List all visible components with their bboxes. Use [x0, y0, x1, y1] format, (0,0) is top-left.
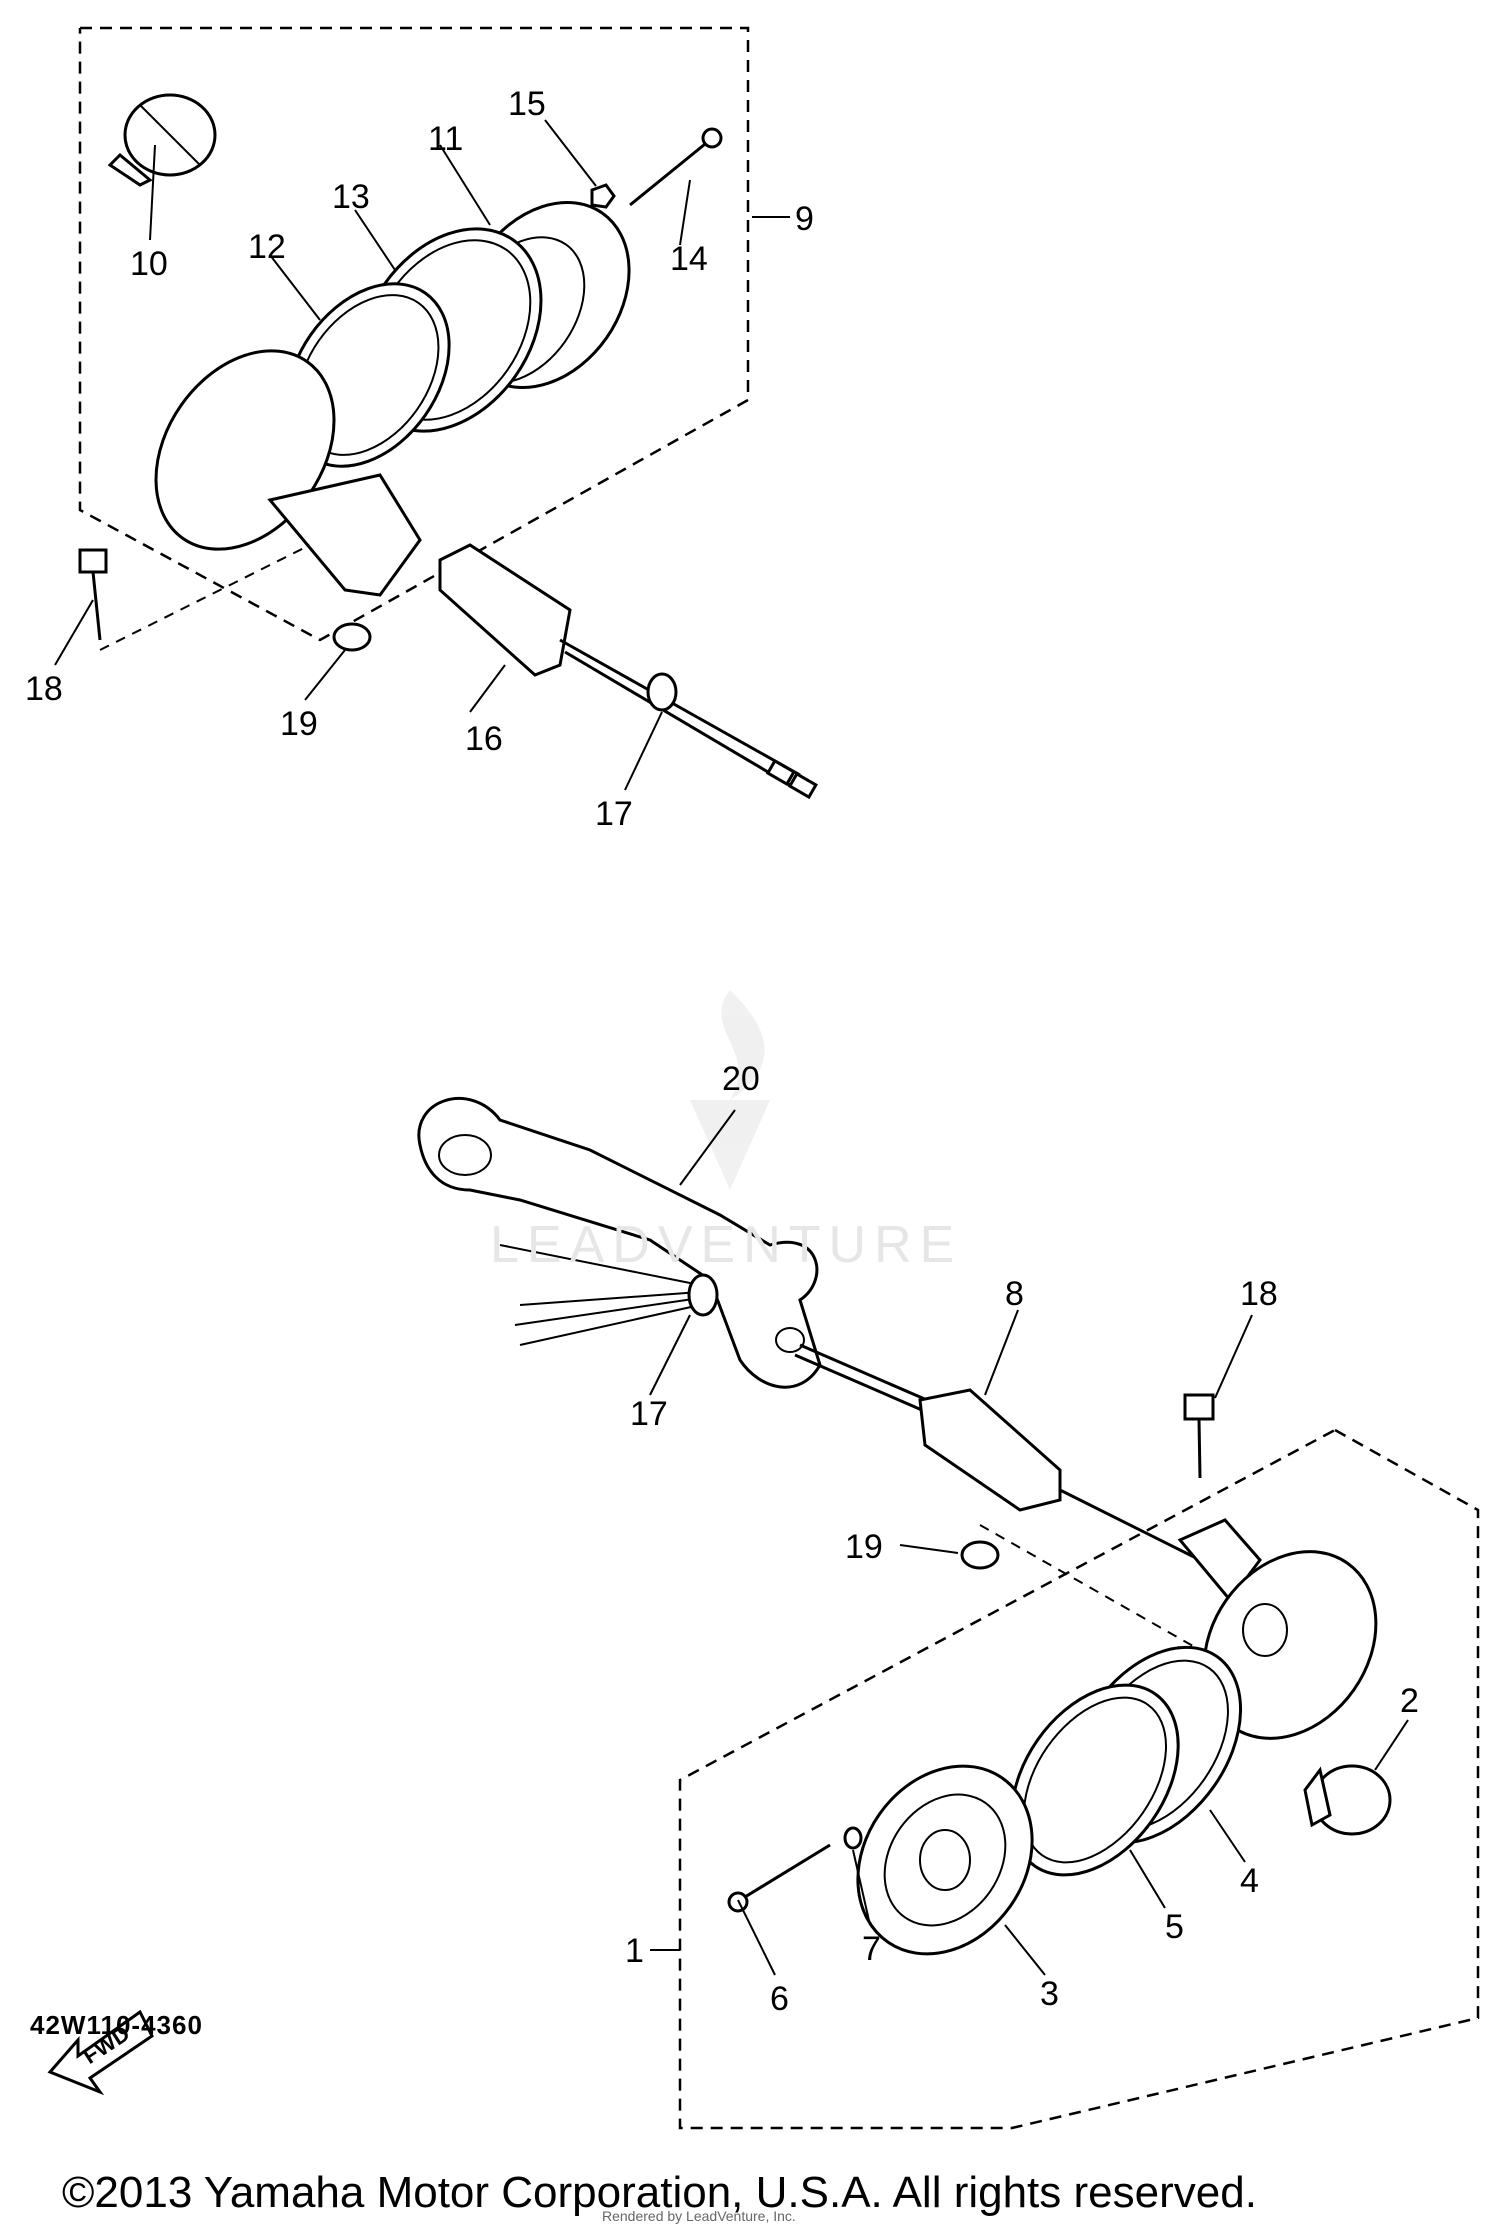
- callout-2: 2: [1400, 1682, 1419, 1720]
- leader-20: [679, 1109, 736, 1186]
- callout-11: 11: [428, 120, 463, 158]
- diagram-code: 42W110-4360: [30, 2010, 203, 2040]
- assembly-9-boundary: [78, 26, 750, 642]
- callout-10: 10: [130, 245, 168, 283]
- socket-8: [918, 1388, 1062, 1512]
- leader-11: [439, 144, 491, 226]
- callout-8: 8: [1005, 1275, 1024, 1313]
- housing-upper: [154, 349, 422, 597]
- leader-16: [469, 664, 506, 713]
- callout-18-upper: 18: [25, 670, 63, 708]
- leader-17-upper: [624, 711, 663, 791]
- upper-assembly-group: 10 11 12 13 14 15 16 17 18 19 9: [25, 26, 818, 833]
- grommet-17-upper: [646, 672, 678, 712]
- socket-16: [438, 543, 818, 800]
- stay-20: [417, 1096, 822, 1389]
- grommet-17-lower: [687, 1273, 719, 1317]
- callout-7: 7: [862, 1930, 881, 1968]
- bulb-2: [1303, 1764, 1392, 1836]
- callout-13: 13: [332, 178, 370, 216]
- watermark-logo: [690, 990, 770, 1190]
- callout-1: 1: [625, 1932, 644, 1970]
- nut-19-upper: [332, 622, 372, 652]
- nut-7: [843, 1826, 863, 1850]
- callout-19-upper: 19: [280, 705, 318, 743]
- callout-12: 12: [248, 228, 286, 266]
- nut-19-lower: [960, 1540, 1000, 1570]
- bolt-6: [727, 1843, 831, 1913]
- leader-18-upper: [54, 599, 94, 666]
- leader-7: [852, 1849, 871, 1926]
- callout-3: 3: [1040, 1975, 1059, 2013]
- leader-15: [544, 119, 597, 187]
- nut-15: [590, 183, 616, 209]
- rim-5: [1010, 1683, 1180, 1877]
- leader-6: [737, 1899, 776, 1976]
- leader-12: [269, 254, 321, 321]
- callout-15: 15: [508, 85, 546, 123]
- callout-16: 16: [465, 720, 503, 758]
- leader-3: [1004, 1924, 1046, 1976]
- wires-lower: [499, 1244, 719, 1346]
- copyright-notice: ©2013 Yamaha Motor Corporation, U.S.A. A…: [62, 2168, 1257, 2217]
- leader-17-lower: [649, 1314, 691, 1396]
- callout-9: 9: [795, 200, 814, 238]
- dash-leader-lower: [979, 1524, 1201, 1651]
- leader-2: [1374, 1719, 1409, 1771]
- lens-3: [856, 1764, 1034, 1956]
- bolt-14: [629, 127, 723, 207]
- assembly-1-boundary: [678, 1428, 1480, 2130]
- callout-4: 4: [1240, 1862, 1259, 1900]
- leader-13: [354, 209, 396, 271]
- leader-4: [1209, 1809, 1246, 1863]
- callout-5: 5: [1165, 1908, 1184, 1946]
- lower-assembly-group: 1 2 3 4 5 6 7 8 17 18 19 20: [417, 1060, 1480, 2130]
- leader-10: [149, 144, 156, 241]
- watermark-text: LEADVENTURE: [490, 1216, 963, 1274]
- callout-17-upper: 17: [595, 795, 633, 833]
- rendered-by-credit: Rendered by LeadVenture, Inc.: [602, 2208, 796, 2224]
- leader-19-upper: [304, 649, 346, 701]
- leader-5: [1129, 1849, 1166, 1909]
- callout-14: 14: [670, 240, 708, 278]
- leader-14: [679, 179, 691, 246]
- callout-17-lower: 17: [630, 1395, 668, 1433]
- leader-18-lower: [1214, 1314, 1253, 1399]
- leader-19-lower: [899, 1544, 959, 1554]
- bulb-10: [107, 93, 217, 187]
- callout-19-lower: 19: [845, 1528, 883, 1566]
- bolt-18-lower: [1183, 1393, 1215, 1479]
- housing-lower: [1177, 1518, 1378, 1740]
- callout-20: 20: [722, 1060, 760, 1098]
- callout-6: 6: [770, 1980, 789, 2018]
- callout-18-lower: 18: [1240, 1275, 1278, 1313]
- leader-8: [984, 1309, 1019, 1396]
- bolt-18-upper: [78, 548, 108, 641]
